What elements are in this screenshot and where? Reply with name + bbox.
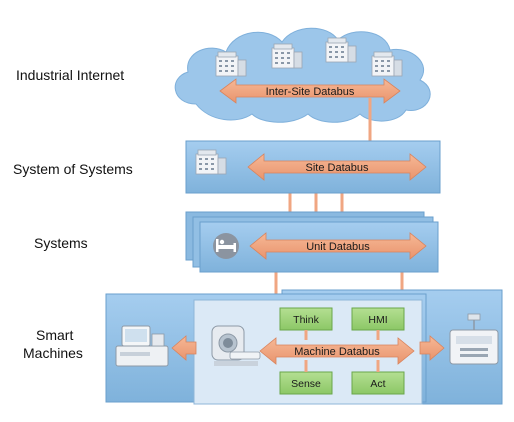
unit-databus-label: Unit Databus <box>306 241 370 253</box>
machine-databus-label: Machine Databus <box>294 346 380 358</box>
sense-label: Sense <box>291 378 321 390</box>
function-connectors <box>304 330 380 372</box>
hospital-bed-icon <box>213 233 239 259</box>
act-label: Act <box>370 378 385 390</box>
tier-label-system-of-systems: System of Systems <box>13 161 133 177</box>
unit-databus-arrow <box>249 232 427 260</box>
patient-monitor-icon <box>115 325 169 367</box>
hmi-label: HMI <box>368 314 387 326</box>
cloud-icon <box>174 27 431 123</box>
left-output-arrow <box>171 335 197 361</box>
infusion-pump-icon <box>449 313 499 365</box>
mri-scanner-icon <box>211 325 261 366</box>
vertical-connectors <box>274 98 404 310</box>
site-databus-label: Site Databus <box>306 162 369 174</box>
machine-databus-arrow <box>259 337 415 365</box>
tier-label-smart: Smart <box>36 327 74 343</box>
inter-site-databus-label: Inter-Site Databus <box>266 86 355 98</box>
tier-label-machines: Machines <box>23 345 83 361</box>
right-output-arrow <box>419 335 445 361</box>
tier-label-systems: Systems <box>34 235 88 251</box>
tier-label-industrial-internet: Industrial Internet <box>16 67 125 83</box>
think-label: Think <box>293 314 319 326</box>
site-databus-arrow <box>247 153 427 181</box>
tier-label-smart-machines: Smart Machines <box>23 326 83 362</box>
inter-site-databus-arrow <box>219 78 401 104</box>
